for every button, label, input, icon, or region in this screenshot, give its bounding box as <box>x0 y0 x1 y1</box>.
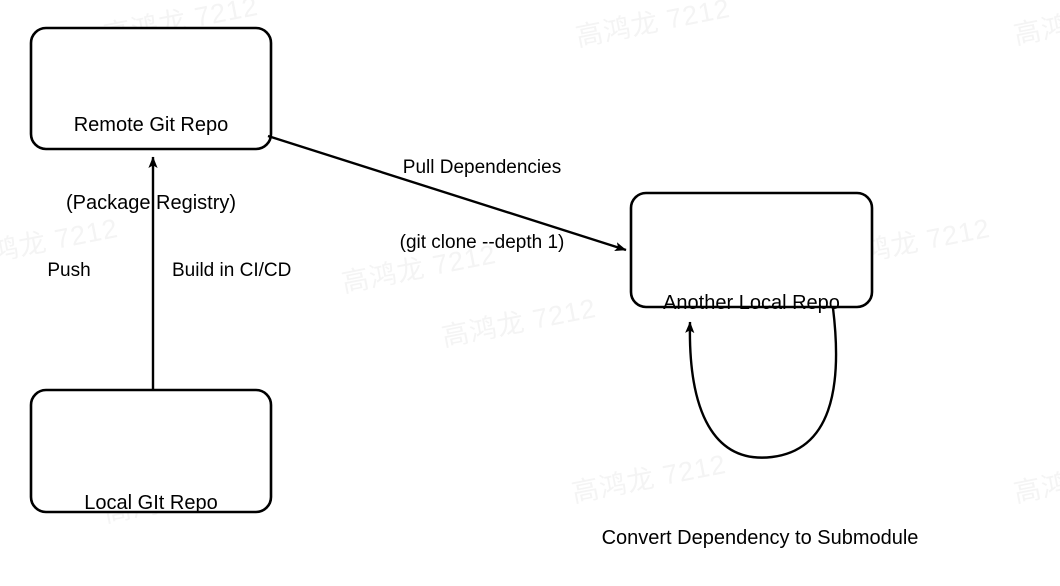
edge-label-build-in-cicd: Build in CI/CD <box>172 260 292 281</box>
node-remote-git-repo-label-line1: Remote Git Repo <box>73 114 229 136</box>
node-remote-git-repo-shape <box>29 26 273 151</box>
edge-convert-submodule-loop <box>685 307 838 459</box>
edge-label-pull-dependencies-line2: (git clone --depth 1) <box>399 232 565 253</box>
node-remote-git-repo-label-line2: (Package Registry) <box>65 192 237 214</box>
node-local-git-repo-label-line1: Local GIt Repo <box>84 492 218 514</box>
node-local-git-repo[interactable] <box>31 390 271 512</box>
edge-label-pull-dependencies: Pull Dependencies (git clone --depth 1) <box>332 105 632 305</box>
node-remote-git-repo-label: Remote Git Repo (Package Registry) <box>31 60 271 268</box>
edge-label-convert-submodule: Convert Dependency to Submodule mv /node… <box>540 471 980 586</box>
node-local-git-repo-shape <box>29 388 273 514</box>
edge-pull-dependencies-line <box>267 134 627 252</box>
node-another-local-repo-label-line1: Another Local Repo <box>663 292 840 314</box>
edge-label-pull-dependencies-line1: Pull Dependencies <box>402 157 562 178</box>
node-local-git-repo-label: Local GIt Repo <box>31 438 271 568</box>
node-another-local-repo-shape <box>629 191 874 309</box>
edge-label-convert-submodule-line1: Convert Dependency to Submodule <box>601 527 919 549</box>
edge-label-push: Push <box>47 260 91 281</box>
node-another-local-repo-label: Another Local Repo <box>631 238 872 368</box>
node-remote-git-repo[interactable] <box>31 28 271 149</box>
node-another-local-repo[interactable] <box>631 193 872 307</box>
